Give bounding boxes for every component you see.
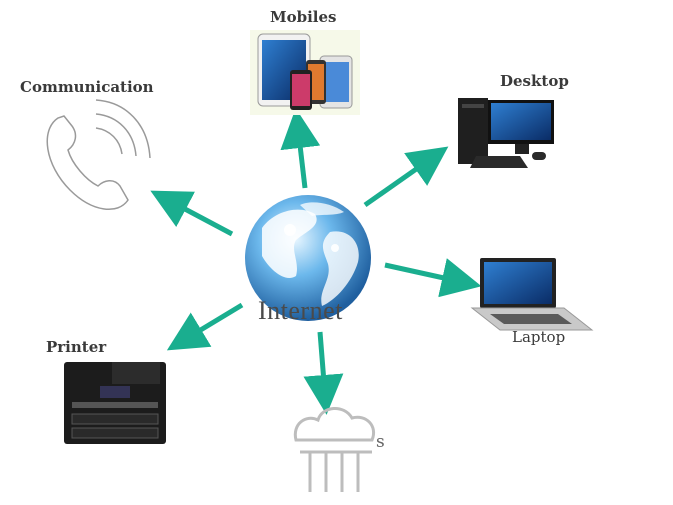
arrow-to-printer bbox=[166, 302, 244, 351]
desktop-label: Desktop bbox=[500, 72, 569, 90]
cloud-icon bbox=[293, 407, 375, 492]
globe-icon bbox=[245, 195, 371, 321]
arrow-to-communication bbox=[150, 190, 234, 237]
connector-arrows bbox=[150, 108, 482, 415]
arrow-to-laptop bbox=[384, 258, 482, 298]
cloud-label: s bbox=[376, 432, 385, 452]
arrow-to-desktop bbox=[363, 146, 449, 208]
internet-label: Internet bbox=[258, 296, 343, 325]
mobiles-icon bbox=[250, 30, 360, 115]
communication-label: Communication bbox=[20, 78, 154, 96]
phone-icon bbox=[46, 99, 151, 210]
mobiles-label: Mobiles bbox=[270, 8, 337, 26]
arrow-to-cloud bbox=[303, 331, 344, 415]
printer-icon bbox=[64, 362, 166, 444]
desktop-icon bbox=[458, 98, 554, 168]
laptop-icon bbox=[470, 258, 594, 331]
arrow-to-mobiles bbox=[280, 108, 321, 189]
printer-label: Printer bbox=[46, 338, 107, 356]
laptop-label: Laptop bbox=[512, 328, 566, 346]
